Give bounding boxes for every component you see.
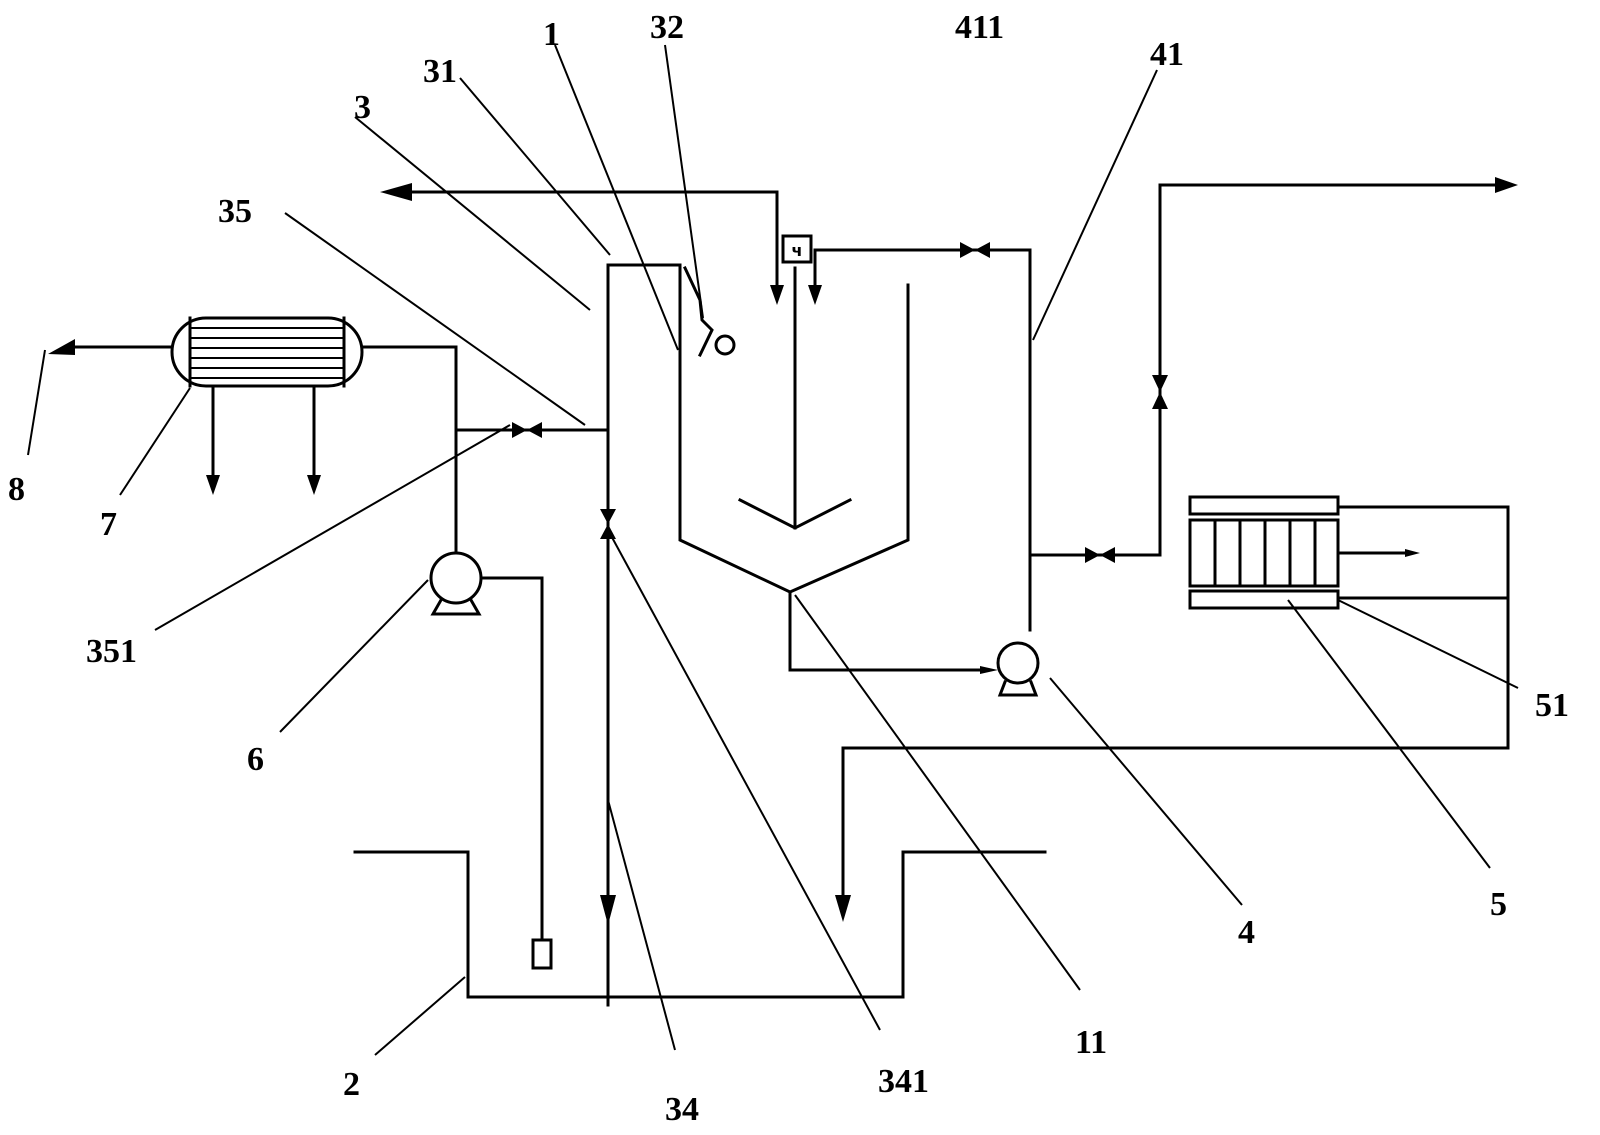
valve-341[interactable] <box>600 509 616 539</box>
return-line-to-basin <box>835 746 1510 922</box>
vessel-3 <box>606 263 682 1007</box>
line-41 <box>1028 248 1162 632</box>
pump-4[interactable] <box>980 641 1040 697</box>
label-11: 11 <box>1075 1024 1107 1061</box>
label-411: 411 <box>955 9 1004 46</box>
valve-411[interactable] <box>960 242 990 258</box>
level-sensor-32 <box>683 266 736 358</box>
heat-exchanger-7 <box>48 316 458 495</box>
label-31: 31 <box>423 53 457 90</box>
valve-filter-inlet[interactable] <box>1085 547 1115 563</box>
label-351: 351 <box>86 633 137 670</box>
top-feed-line <box>380 183 784 305</box>
label-8: 8 <box>8 471 25 508</box>
label-41: 41 <box>1150 36 1184 73</box>
label-51: 51 <box>1535 687 1569 724</box>
label-2: 2 <box>343 1066 360 1103</box>
label-32: 32 <box>650 9 684 46</box>
instrument-glyph: ч <box>792 241 803 260</box>
label-34: 34 <box>665 1091 699 1128</box>
label-4: 4 <box>1238 914 1255 951</box>
line-34-outlet <box>600 895 616 925</box>
valve-351[interactable] <box>512 422 542 438</box>
recycle-line-top-right <box>1152 177 1518 557</box>
basin-2 <box>353 850 1047 999</box>
label-35: 35 <box>218 193 252 230</box>
label-7: 7 <box>100 506 117 543</box>
labels: 8 7 35 3 31 1 32 411 41 351 6 2 34 341 1… <box>8 9 1569 1128</box>
suction-strainer <box>531 576 553 970</box>
membrane-filter-5 <box>1188 495 1510 750</box>
tank-1 <box>678 263 992 672</box>
label-341: 341 <box>878 1063 929 1100</box>
leader-lines <box>27 44 1519 1056</box>
label-1: 1 <box>543 16 560 53</box>
instrument-box: ч <box>781 234 1032 305</box>
pump-6[interactable] <box>429 345 544 616</box>
label-6: 6 <box>247 741 264 778</box>
label-3: 3 <box>354 89 371 126</box>
label-5: 5 <box>1490 886 1507 923</box>
